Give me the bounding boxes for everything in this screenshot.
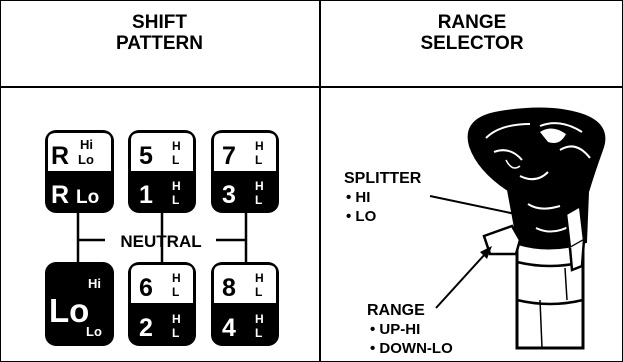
splitter-hi: • HI: [346, 189, 370, 206]
gate-6-2-top-l: L: [172, 285, 179, 299]
shift-gate-lines: [76, 212, 248, 262]
gate-7-3-bottom-main: 3: [222, 181, 236, 209]
splitter-pointer-arrow: [429, 195, 566, 228]
gate-reverse-bottom-main: R: [51, 181, 69, 209]
gate-8-4-top-fill: [214, 265, 276, 303]
shift-pattern-header-line2: PATTERN: [116, 33, 203, 54]
gate-7-3-top-h: H: [255, 139, 264, 153]
gate-8-4-bottom-h: H: [255, 312, 264, 326]
gate-7-3-bottom-l: L: [255, 193, 262, 207]
gate-reverse-top-lo: Lo: [78, 152, 94, 167]
range-up-hi: • UP-HI: [370, 321, 420, 338]
gate-low-body: [45, 262, 114, 346]
gate-5-1-top-main: 5: [139, 142, 153, 170]
gate-reverse-bottom-sub: Lo: [76, 187, 99, 208]
gate-6-2-top-main: 6: [139, 274, 153, 302]
gate-low-hi: Hi: [88, 276, 101, 291]
shift-pattern-header-line1: SHIFT: [132, 12, 187, 33]
splitter-title: SPLITTER: [344, 170, 422, 187]
gate-6-2-bottom-h: H: [172, 312, 181, 326]
range-selector: SPLITTER • HI • LO RANGE • UP-HI • DOWN-…: [344, 107, 606, 357]
gate-reverse: R Hi Lo R Lo: [45, 130, 114, 213]
gate-8-4-bottom-main: 4: [222, 314, 236, 342]
range-down-lo: • DOWN-LO: [370, 340, 453, 357]
gate-low-main: Lo: [49, 292, 89, 329]
gate-5-1-bottom-h: H: [172, 179, 181, 193]
gate-8-4-top-main: 8: [222, 274, 236, 302]
range-title: RANGE: [367, 302, 425, 319]
gate-6-2: 6 H L 2 H L: [128, 262, 196, 346]
gate-7-3: 7 H L 3 H L: [211, 130, 279, 213]
range-selector-header: RANGE SELECTOR: [321, 12, 623, 54]
range-selector-header-line1: RANGE: [437, 12, 507, 33]
range-pointer-arrow: [435, 246, 492, 309]
gate-low-lo: Lo: [86, 324, 102, 339]
shift-pattern-header: SHIFT PATTERN: [0, 12, 319, 54]
gate-5-1-top-h: H: [172, 139, 181, 153]
gate-6-2-top-fill: [131, 265, 193, 303]
gate-6-2-bottom-l: L: [172, 326, 179, 340]
splitter-switch-icon: [564, 203, 586, 272]
shift-knob-icon: [467, 107, 606, 250]
neutral-label: NEUTRAL: [120, 232, 201, 251]
gate-5-1-top-l: L: [172, 153, 179, 167]
gate-5-1-top-fill: [131, 133, 193, 171]
gate-7-3-bottom-h: H: [255, 179, 264, 193]
gate-8-4-top-l: L: [255, 285, 262, 299]
gate-reverse-top-main: R: [51, 142, 69, 170]
gate-7-3-top-l: L: [255, 153, 262, 167]
gate-5-1-bottom-main: 1: [139, 181, 153, 209]
gate-6-2-top-h: H: [172, 271, 181, 285]
gate-8-4: 8 H L 4 H L: [211, 262, 279, 346]
gate-7-3-top-main: 7: [222, 142, 236, 170]
gate-5-1-bottom-l: L: [172, 193, 179, 207]
splitter-lo: • LO: [346, 208, 377, 225]
column-divider: [319, 0, 321, 362]
range-selector-header-line2: SELECTOR: [420, 33, 524, 54]
gate-8-4-bottom-l: L: [255, 326, 262, 340]
gate-8-4-top-h: H: [255, 271, 264, 285]
shift-pattern: NEUTRAL R Hi Lo R Lo 5 H L 1 H L 7 H: [45, 130, 279, 346]
gate-reverse-top-fill: [48, 133, 111, 171]
gate-5-1: 5 H L 1 H L: [128, 130, 196, 213]
gate-7-3-top-fill: [214, 133, 276, 171]
gate-reverse-top-hi: Hi: [80, 137, 93, 152]
gate-6-2-bottom-main: 2: [139, 314, 153, 342]
gate-low: Lo Hi Lo: [45, 262, 114, 346]
header-divider: [0, 86, 623, 88]
